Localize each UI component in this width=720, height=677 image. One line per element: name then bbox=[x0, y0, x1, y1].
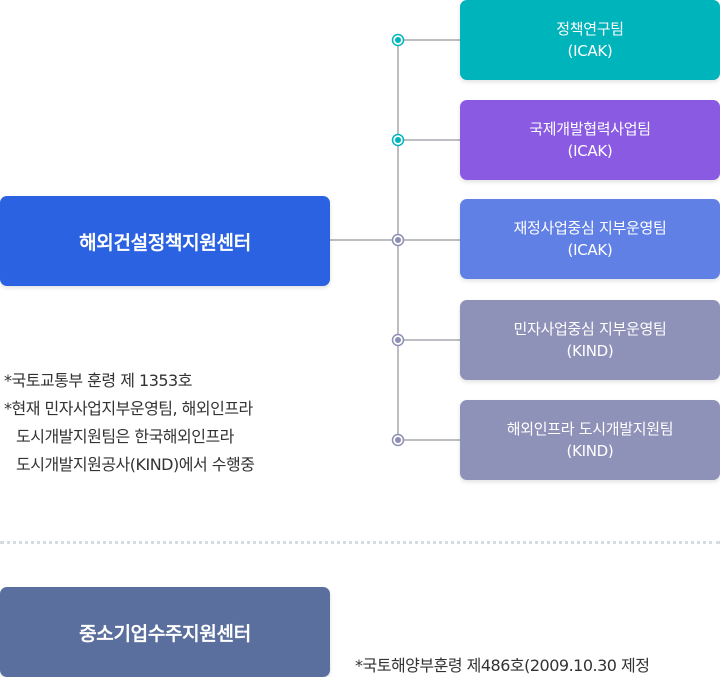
team-name: 재정사업중심 지부운영팀 bbox=[513, 219, 667, 237]
team-box-private-branch: 민자사업중심 지부운영팀 (KIND) bbox=[460, 300, 720, 380]
team-box-urban-development: 해외인프라 도시개발지원팀 (KIND) bbox=[460, 400, 720, 480]
node-dot bbox=[395, 37, 401, 43]
team-org: (ICAK) bbox=[567, 241, 613, 259]
center-sme-box: 중소기업수주지원센터 bbox=[0, 587, 330, 677]
team-name: 민자사업중심 지부운영팀 bbox=[513, 320, 667, 338]
note-line: *국토교통부 훈령 제 1353호 bbox=[4, 371, 192, 390]
center-main-label: 해외건설정책지원센터 bbox=[79, 231, 251, 254]
node-dot bbox=[395, 337, 401, 343]
team-box-intl-development: 국제개발협력사업팀 (ICAK) bbox=[460, 100, 720, 180]
notes-block: *국토교통부 훈령 제 1353호 *현재 민자사업지부운영팀, 해외인프라 도… bbox=[4, 367, 255, 479]
team-org: (KIND) bbox=[566, 442, 614, 460]
note-line: *현재 민자사업지부운영팀, 해외인프라 bbox=[4, 399, 253, 418]
section-divider bbox=[0, 541, 720, 544]
center-sme-label: 중소기업수주지원센터 bbox=[79, 622, 251, 645]
team-box-policy-research: 정책연구팀 (ICAK) bbox=[460, 0, 720, 80]
team-name: 국제개발협력사업팀 bbox=[529, 120, 651, 138]
team-org: (KIND) bbox=[566, 342, 614, 360]
footnote: *국토해양부훈령 제486호(2009.10.30 제정 bbox=[355, 656, 650, 675]
team-org: (ICAK) bbox=[567, 142, 613, 160]
team-name: 해외인프라 도시개발지원팀 bbox=[506, 420, 674, 438]
team-name: 정책연구팀 bbox=[556, 20, 624, 38]
note-line: 도시개발지원팀은 한국해외인프라 bbox=[16, 427, 234, 446]
node-dot bbox=[395, 237, 401, 243]
node-dot bbox=[395, 137, 401, 143]
team-org: (ICAK) bbox=[567, 42, 613, 60]
center-main-box: 해외건설정책지원센터 bbox=[0, 196, 330, 286]
note-line: 도시개발지원공사(KIND)에서 수행중 bbox=[16, 455, 255, 474]
node-dot bbox=[395, 437, 401, 443]
team-box-fiscal-branch: 재정사업중심 지부운영팀 (ICAK) bbox=[460, 199, 720, 279]
